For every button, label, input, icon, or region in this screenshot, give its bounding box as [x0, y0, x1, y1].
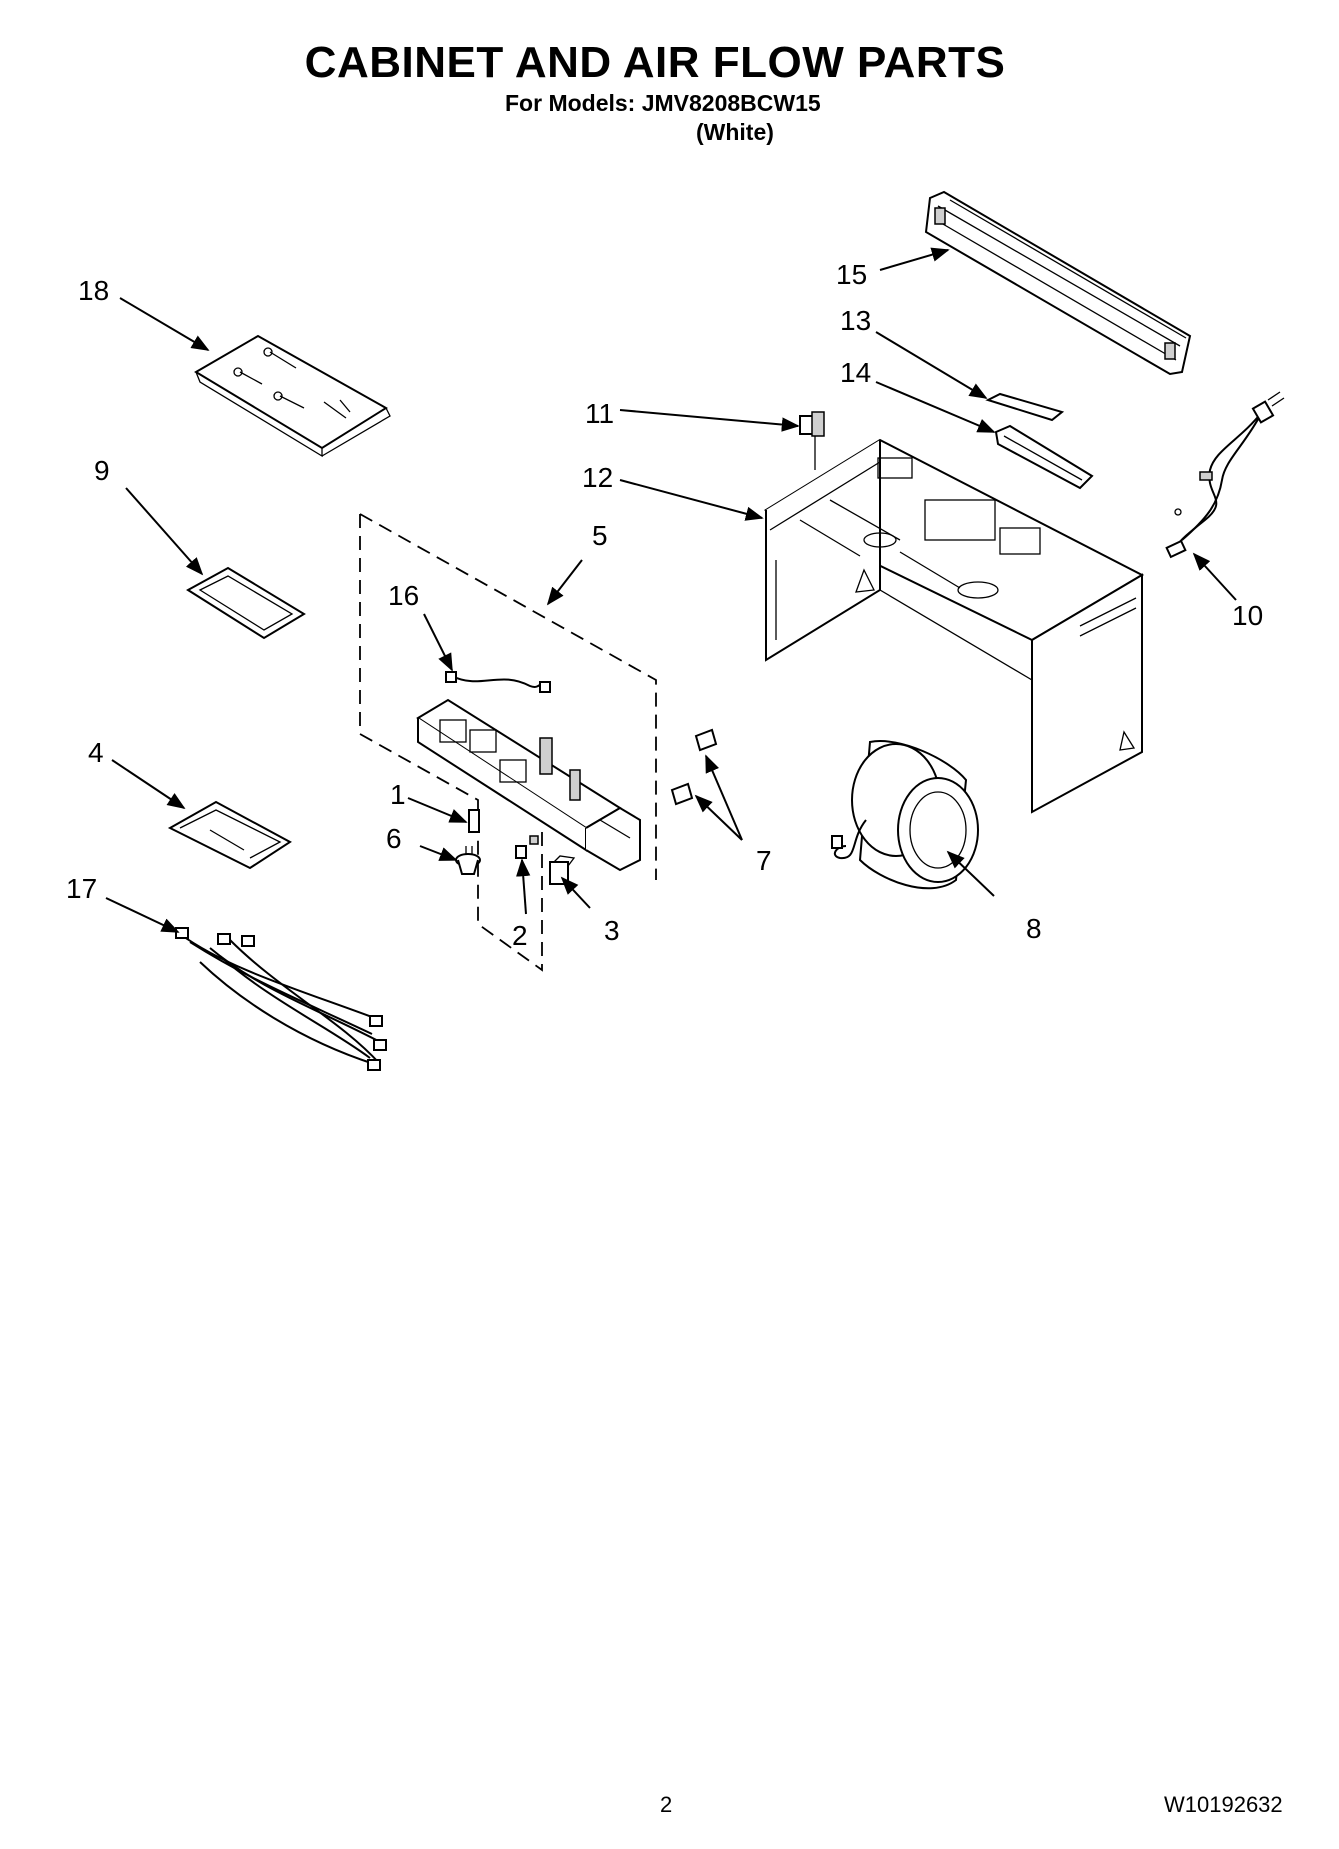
part-2-sensor[interactable]: [515, 835, 539, 859]
document-number: W10192632: [1164, 1792, 1283, 1817]
callout-7: 7: [756, 845, 772, 876]
part-18-hardware-bag[interactable]: [194, 334, 391, 458]
page-title: CABINET AND AIR FLOW PARTS: [304, 38, 1006, 87]
page-number: 2: [660, 1792, 673, 1817]
part-5-control-bracket[interactable]: [416, 698, 641, 872]
part-10-power-cord[interactable]: [1165, 391, 1285, 559]
part-17-wire-harness[interactable]: [175, 927, 387, 1071]
callout-16: 16: [388, 580, 419, 611]
part-14-duct-tray[interactable]: [994, 424, 1094, 490]
part-3-block[interactable]: [549, 855, 576, 885]
part-1-switch[interactable]: [468, 809, 480, 833]
part-vent-grille[interactable]: [924, 190, 1192, 376]
callout-18: 18: [78, 275, 109, 306]
models-subtitle: For Models: JMV8208BCW15: [505, 90, 821, 116]
part-9-filter[interactable]: [186, 566, 306, 640]
part-5-assembly-outline: [359, 513, 657, 972]
part-7-clips[interactable]: [670, 728, 718, 806]
callout-8: 8: [1026, 913, 1042, 944]
part-13-filter-pad[interactable]: [985, 392, 1065, 422]
callout-9: 9: [94, 455, 110, 486]
callout-10: 10: [1232, 600, 1263, 631]
callout-12: 12: [582, 462, 613, 493]
color-variant: (White): [696, 119, 774, 145]
part-4-grease-filter[interactable]: [167, 800, 292, 870]
callout-2: 2: [512, 920, 528, 951]
callout-13: 13: [840, 305, 871, 336]
part-8-blower-motor[interactable]: [831, 740, 979, 890]
callout-17: 17: [66, 873, 97, 904]
part-6-thermal-cutout[interactable]: [455, 846, 481, 875]
callout-15: 15: [836, 259, 867, 290]
part-11-latch[interactable]: [799, 411, 825, 470]
callout-3: 3: [604, 915, 620, 946]
callout-14: 14: [840, 357, 871, 388]
callout-6: 6: [386, 823, 402, 854]
part-16-thermistor-wire[interactable]: [445, 671, 551, 693]
callout-5: 5: [592, 520, 608, 551]
callout-4: 4: [88, 737, 104, 768]
part-12-cabinet-wrapper[interactable]: [763, 438, 1145, 814]
callout-1: 1: [390, 779, 406, 810]
callout-11: 11: [585, 398, 614, 429]
leader-lines: [105, 247, 1237, 933]
